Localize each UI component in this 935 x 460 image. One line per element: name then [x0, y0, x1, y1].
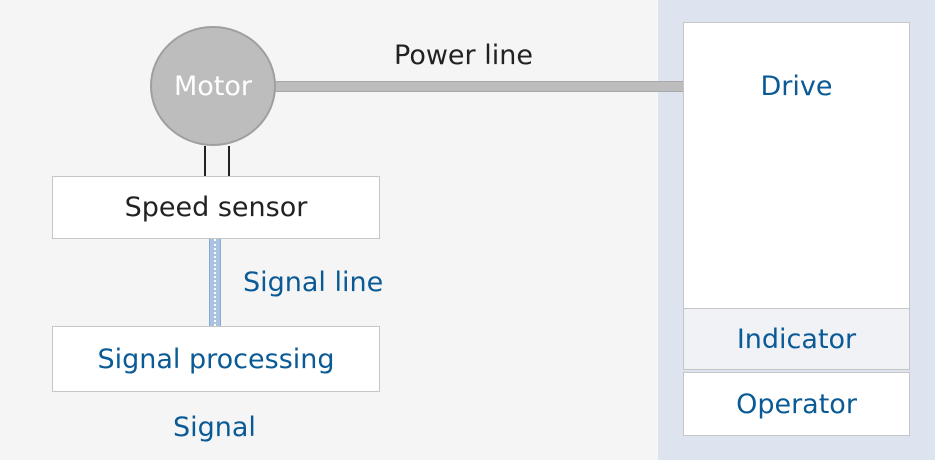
- motor-label: Motor: [173, 70, 253, 102]
- indicator-box: Indicator: [683, 308, 910, 370]
- drive-box: Drive: [683, 22, 910, 309]
- signal-line-label: Signal line: [243, 267, 384, 298]
- signal-label: Signal: [173, 412, 256, 443]
- indicator-label: Indicator: [736, 323, 857, 355]
- power-line-connector: [272, 81, 684, 92]
- motor-node: Motor: [150, 26, 276, 146]
- operator-box: Operator: [683, 372, 910, 436]
- signal-processing-box: Signal processing: [52, 326, 380, 392]
- speed-sensor-label: Speed sensor: [124, 192, 308, 223]
- drive-label: Drive: [760, 71, 833, 102]
- motor-shaft-left: [204, 146, 206, 176]
- operator-label: Operator: [736, 388, 857, 420]
- motor-shaft-right: [228, 146, 230, 176]
- signal-line-connector: [209, 239, 221, 326]
- power-line-label: Power line: [394, 40, 533, 71]
- speed-sensor-box: Speed sensor: [52, 176, 380, 239]
- signal-processing-label: Signal processing: [97, 343, 335, 375]
